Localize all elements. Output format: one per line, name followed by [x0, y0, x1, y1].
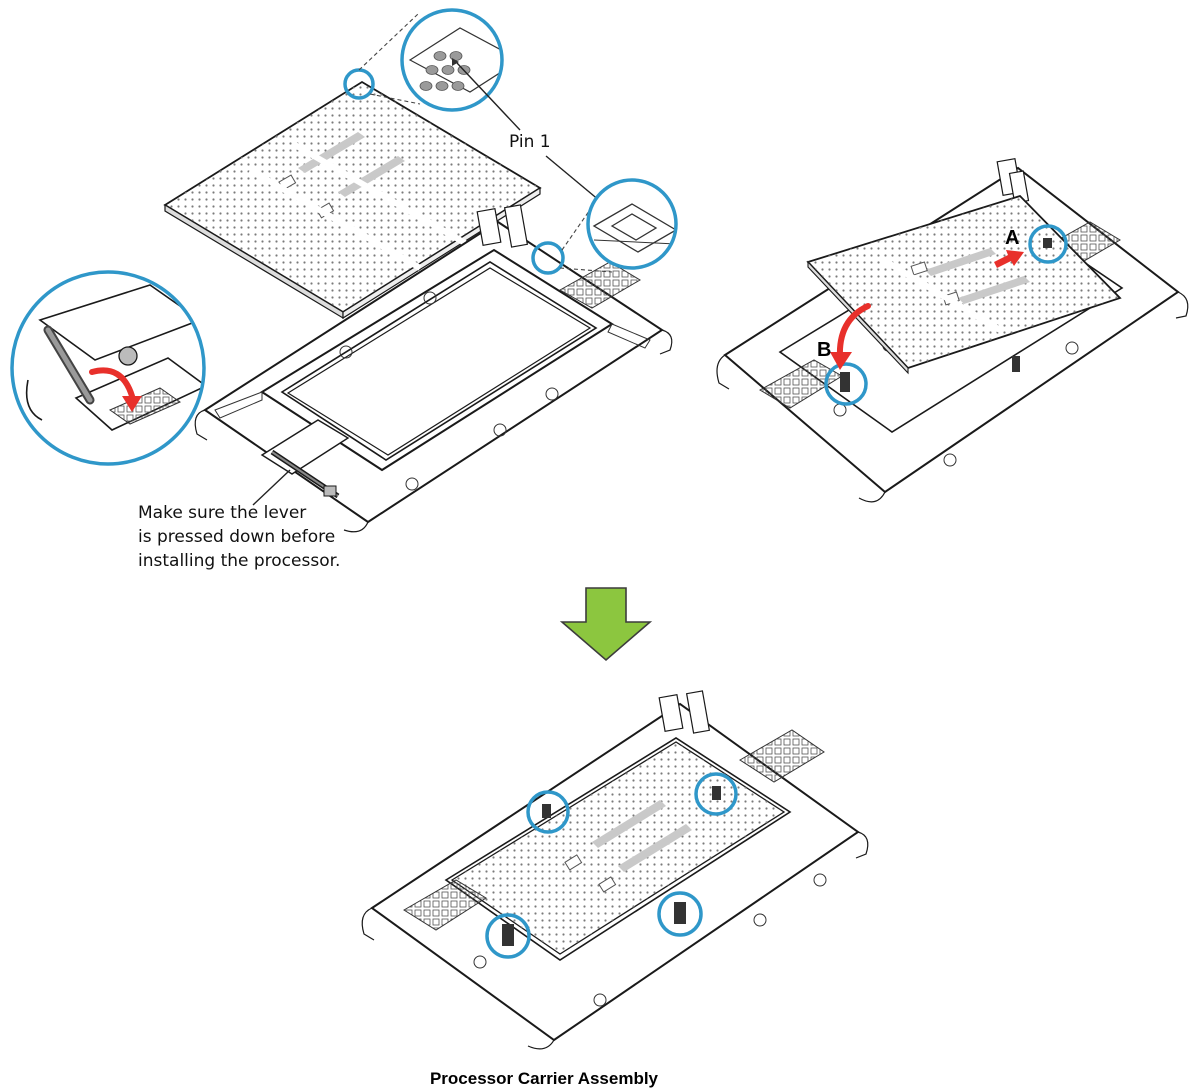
- step2-group: A B: [716, 158, 1189, 503]
- step-b-label: B: [817, 339, 831, 361]
- lever-zoom: [10, 270, 206, 466]
- processor-being-inserted: [806, 194, 1122, 375]
- latch-marker-top-left: [526, 790, 570, 834]
- pin1-cpu-zoom: [400, 8, 504, 112]
- pin1-carrier-marker: [531, 241, 565, 275]
- latch-marker-top-right: [694, 772, 738, 816]
- lever-note-line-3: installing the processor.: [138, 551, 340, 571]
- drop-arrow-b: [830, 303, 871, 370]
- latch-marker-bottom-left: [485, 913, 531, 959]
- step1-group: Pin 1: [10, 8, 678, 571]
- notch-a-marker: [1028, 224, 1068, 264]
- lever-note-line-1: Make sure the lever: [138, 503, 306, 523]
- step3-group: [361, 690, 869, 1050]
- figure-caption: Processor Carrier Assembly: [430, 1069, 659, 1088]
- pin1-label: Pin 1: [509, 132, 551, 152]
- lever-note: Make sure the lever is pressed down befo…: [138, 469, 340, 571]
- step-a-label: A: [1005, 227, 1019, 249]
- slide-arrow-a: [994, 250, 1024, 268]
- processor-carrier-frame: [194, 204, 673, 533]
- pin1-carrier-zoom: [586, 178, 678, 270]
- latch-marker-bottom-right: [657, 891, 703, 937]
- next-step-arrow: [559, 587, 653, 662]
- arrow-down-icon: [559, 587, 653, 662]
- lever-note-line-2: is pressed down before: [138, 527, 335, 547]
- notch-b-marker: [824, 362, 868, 406]
- installed-processor: [452, 742, 784, 954]
